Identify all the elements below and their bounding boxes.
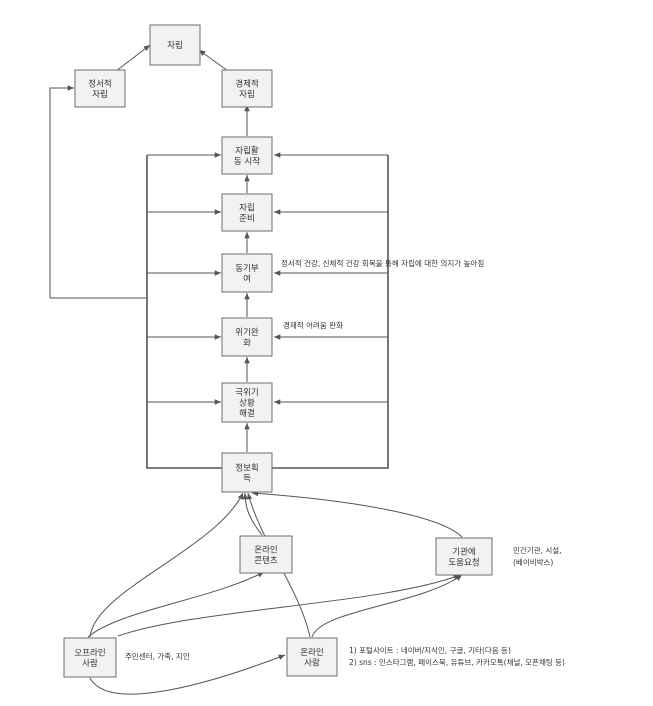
edge-offline-to-online <box>89 654 286 695</box>
note-crisis: 경제적 어려움 완화 <box>283 320 343 330</box>
node-label-start-0: 자립활 <box>235 145 259 156</box>
node-label-start-1: 동 시작 <box>234 156 260 167</box>
node-label-motivation-0: 동기부 <box>235 264 259 274</box>
edge-agency-to-info <box>251 490 463 538</box>
edge-left-bus <box>146 155 222 469</box>
note-online-line2: 2) sns : 인스타그램, 페이스북, 유튜브, 카카오톡(채널, 오픈채팅… <box>349 657 565 667</box>
node-label-extreme-2: 해결 <box>239 408 255 419</box>
node-label-extreme-1: 상황 <box>239 398 255 409</box>
node-label-crisis-1: 화 <box>243 338 251 348</box>
node-label-crisis-0: 위기완 <box>235 328 259 338</box>
node-label-economic-0: 경제적 <box>235 78 258 89</box>
node-label-info-0: 정보획 <box>235 462 258 473</box>
node-label-extreme-0: 극위기 <box>235 388 258 398</box>
edge-right-bus <box>272 155 389 469</box>
note-motivation: 정서적 건강, 신체적 건강 회복을 통해 자립에 대한 의지가 높아짐 <box>281 258 484 268</box>
note-agency-line2: (베이비박스) <box>513 557 553 567</box>
node-label-offline-0: 오프라인 <box>74 647 105 658</box>
edge-offline-to-info <box>89 492 244 638</box>
node-label-motivation-1: 여 <box>243 273 251 284</box>
edge-online-to-agency <box>311 574 463 638</box>
edge-loop-to-emotional <box>49 85 147 299</box>
node-label-jarip-0: 자립 <box>167 41 183 51</box>
edge-economic-to-jarip <box>198 49 229 72</box>
node-label-online_content-1: 콘텐츠 <box>254 555 278 566</box>
note-agency-line1: 민간기관, 시설, <box>513 545 562 555</box>
node-label-online_content-0: 온라인 <box>254 544 277 555</box>
node-label-info-1: 득 <box>243 474 251 484</box>
node-label-agency-0: 기관에 <box>452 546 475 557</box>
node-label-agency-1: 도움요청 <box>448 558 479 568</box>
node-label-economic-1: 자립 <box>239 90 255 100</box>
node-label-emotional-1: 자립 <box>92 90 108 100</box>
edges <box>49 44 463 695</box>
edge-offline-to-online-content <box>87 571 265 638</box>
node-label-prep-1: 준비 <box>239 214 255 224</box>
node-jarip: 자립 <box>149 24 201 66</box>
note-online-line1: 1) 포털사이트 : 네이버/지식인, 구글, 기타(다음 등) <box>349 645 511 655</box>
node-label-emotional-0: 정서적 <box>88 78 111 89</box>
edge-emotional-to-jarip <box>115 44 151 72</box>
note-offline: 주민센터, 가족, 지인 <box>125 651 190 661</box>
edge-offline-to-agency <box>117 574 461 637</box>
node-label-offline-1: 사람 <box>82 659 98 669</box>
notes: 정서적 건강, 신체적 건강 회복을 통해 자립에 대한 의지가 높아짐 경제적… <box>125 258 565 667</box>
node-label-prep-0: 자립 <box>239 203 255 213</box>
node-label-online-1: 사람 <box>304 658 320 668</box>
node-label-online-0: 온라인 <box>300 647 323 658</box>
edge-online-content-to-info <box>242 492 263 536</box>
